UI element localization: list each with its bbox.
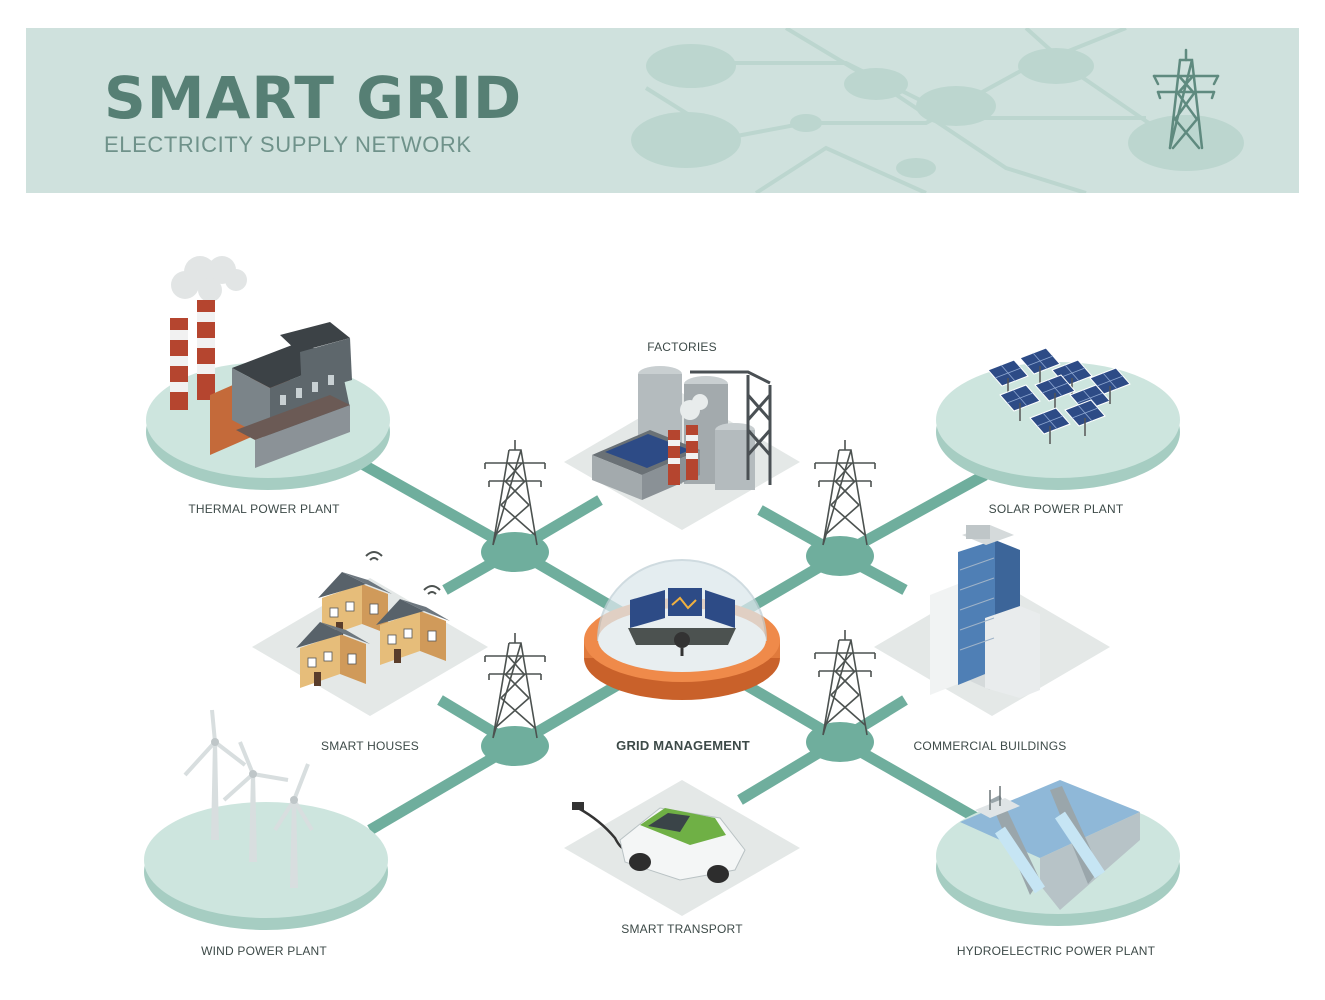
thermal-plant-illustration [170, 256, 352, 468]
page-subtitle: ELECTRICITY SUPPLY NETWORK [104, 132, 472, 157]
label-hydroelectric-power-plant: HYDROELECTRIC POWER PLANT [956, 944, 1156, 958]
label-factories: FACTORIES [647, 340, 717, 354]
label-solar-power-plant: SOLAR POWER PLANT [988, 502, 1124, 516]
grid-management-control-room [584, 559, 780, 700]
page-title: SMART GRID [104, 64, 523, 132]
label-commercial-buildings: COMMERCIAL BUILDINGS [913, 739, 1067, 753]
commercial-buildings-illustration [930, 525, 1040, 698]
network-pattern-decoration [631, 28, 1244, 193]
label-smart-houses: SMART HOUSES [321, 739, 419, 753]
wind-platform [144, 802, 388, 930]
label-thermal-power-plant: THERMAL POWER PLANT [188, 502, 340, 516]
label-smart-transport: SMART TRANSPORT [621, 922, 743, 936]
label-wind-power-plant: WIND POWER PLANT [201, 944, 327, 958]
transmission-tower-icon [1152, 48, 1220, 150]
hydroelectric-dam-illustration [960, 780, 1140, 910]
electric-car-illustration [572, 802, 746, 883]
factory-illustration [592, 366, 772, 500]
wind-turbines-illustration [183, 709, 314, 888]
header-banner: SMART GRID ELECTRICITY SUPPLY NETWORK [26, 28, 1299, 193]
smart-houses-illustration [295, 551, 451, 689]
label-grid-management: GRID MANAGEMENT [616, 738, 750, 753]
